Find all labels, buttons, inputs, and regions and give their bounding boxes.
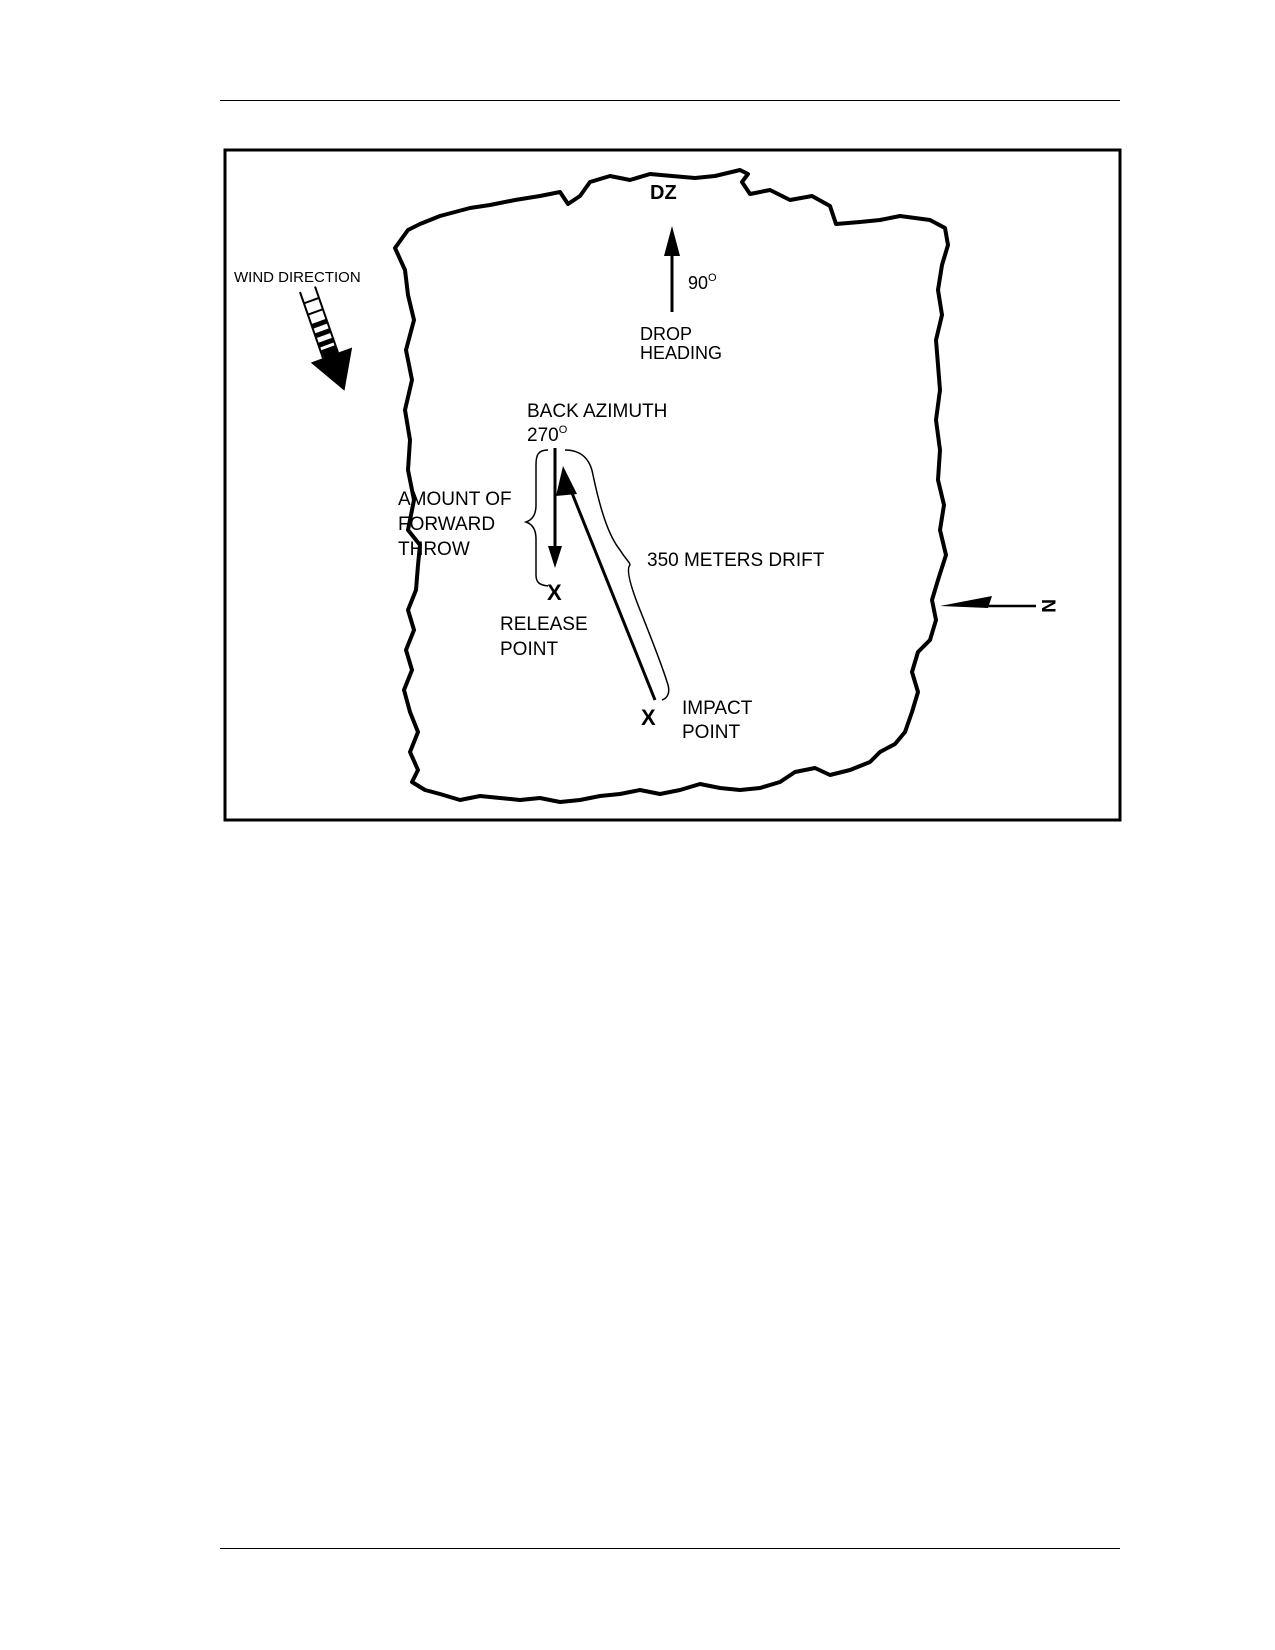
forward-throw-arrow-head	[548, 546, 562, 568]
impact-point-label-line2: POINT	[682, 722, 740, 743]
drop-zone-outline	[393, 168, 950, 804]
dz-label: DZ	[650, 182, 677, 204]
figure-frame	[223, 148, 1122, 822]
forward-throw-line2: FORWARD	[398, 514, 495, 535]
drop-heading-arrow-head	[664, 226, 680, 256]
wind-direction-arrow-icon	[299, 286, 353, 391]
drop-heading-label-line2: HEADING	[640, 343, 722, 363]
back-azimuth-degrees: 270O	[527, 424, 568, 446]
drop-heading-label-line1: DROP	[640, 324, 692, 344]
header-rule	[220, 100, 1120, 101]
release-point-marker: X	[547, 580, 562, 605]
drop-heading-degrees: 90O	[688, 272, 717, 293]
north-arrow-icon	[940, 596, 1036, 608]
impact-point-label-line1: IMPACT	[682, 698, 753, 719]
north-label: N	[1037, 599, 1058, 613]
drift-arrow-shaft	[568, 487, 657, 701]
forward-throw-brace	[523, 449, 549, 587]
release-point-label-line2: POINT	[500, 639, 558, 660]
drift-arrow-head	[556, 466, 577, 496]
footer-rule	[220, 1548, 1120, 1549]
forward-throw-line1: AMOUNT OF	[398, 489, 512, 510]
forward-throw-line3: THROW	[398, 539, 470, 560]
release-point-label-line1: RELEASE	[500, 614, 588, 635]
impact-point-marker: X	[641, 705, 656, 730]
drift-label: 350 METERS DRIFT	[647, 550, 825, 571]
drift-brace	[564, 449, 670, 701]
wind-direction-label: WIND DIRECTION	[234, 269, 361, 286]
back-azimuth-label: BACK AZIMUTH	[527, 401, 667, 422]
